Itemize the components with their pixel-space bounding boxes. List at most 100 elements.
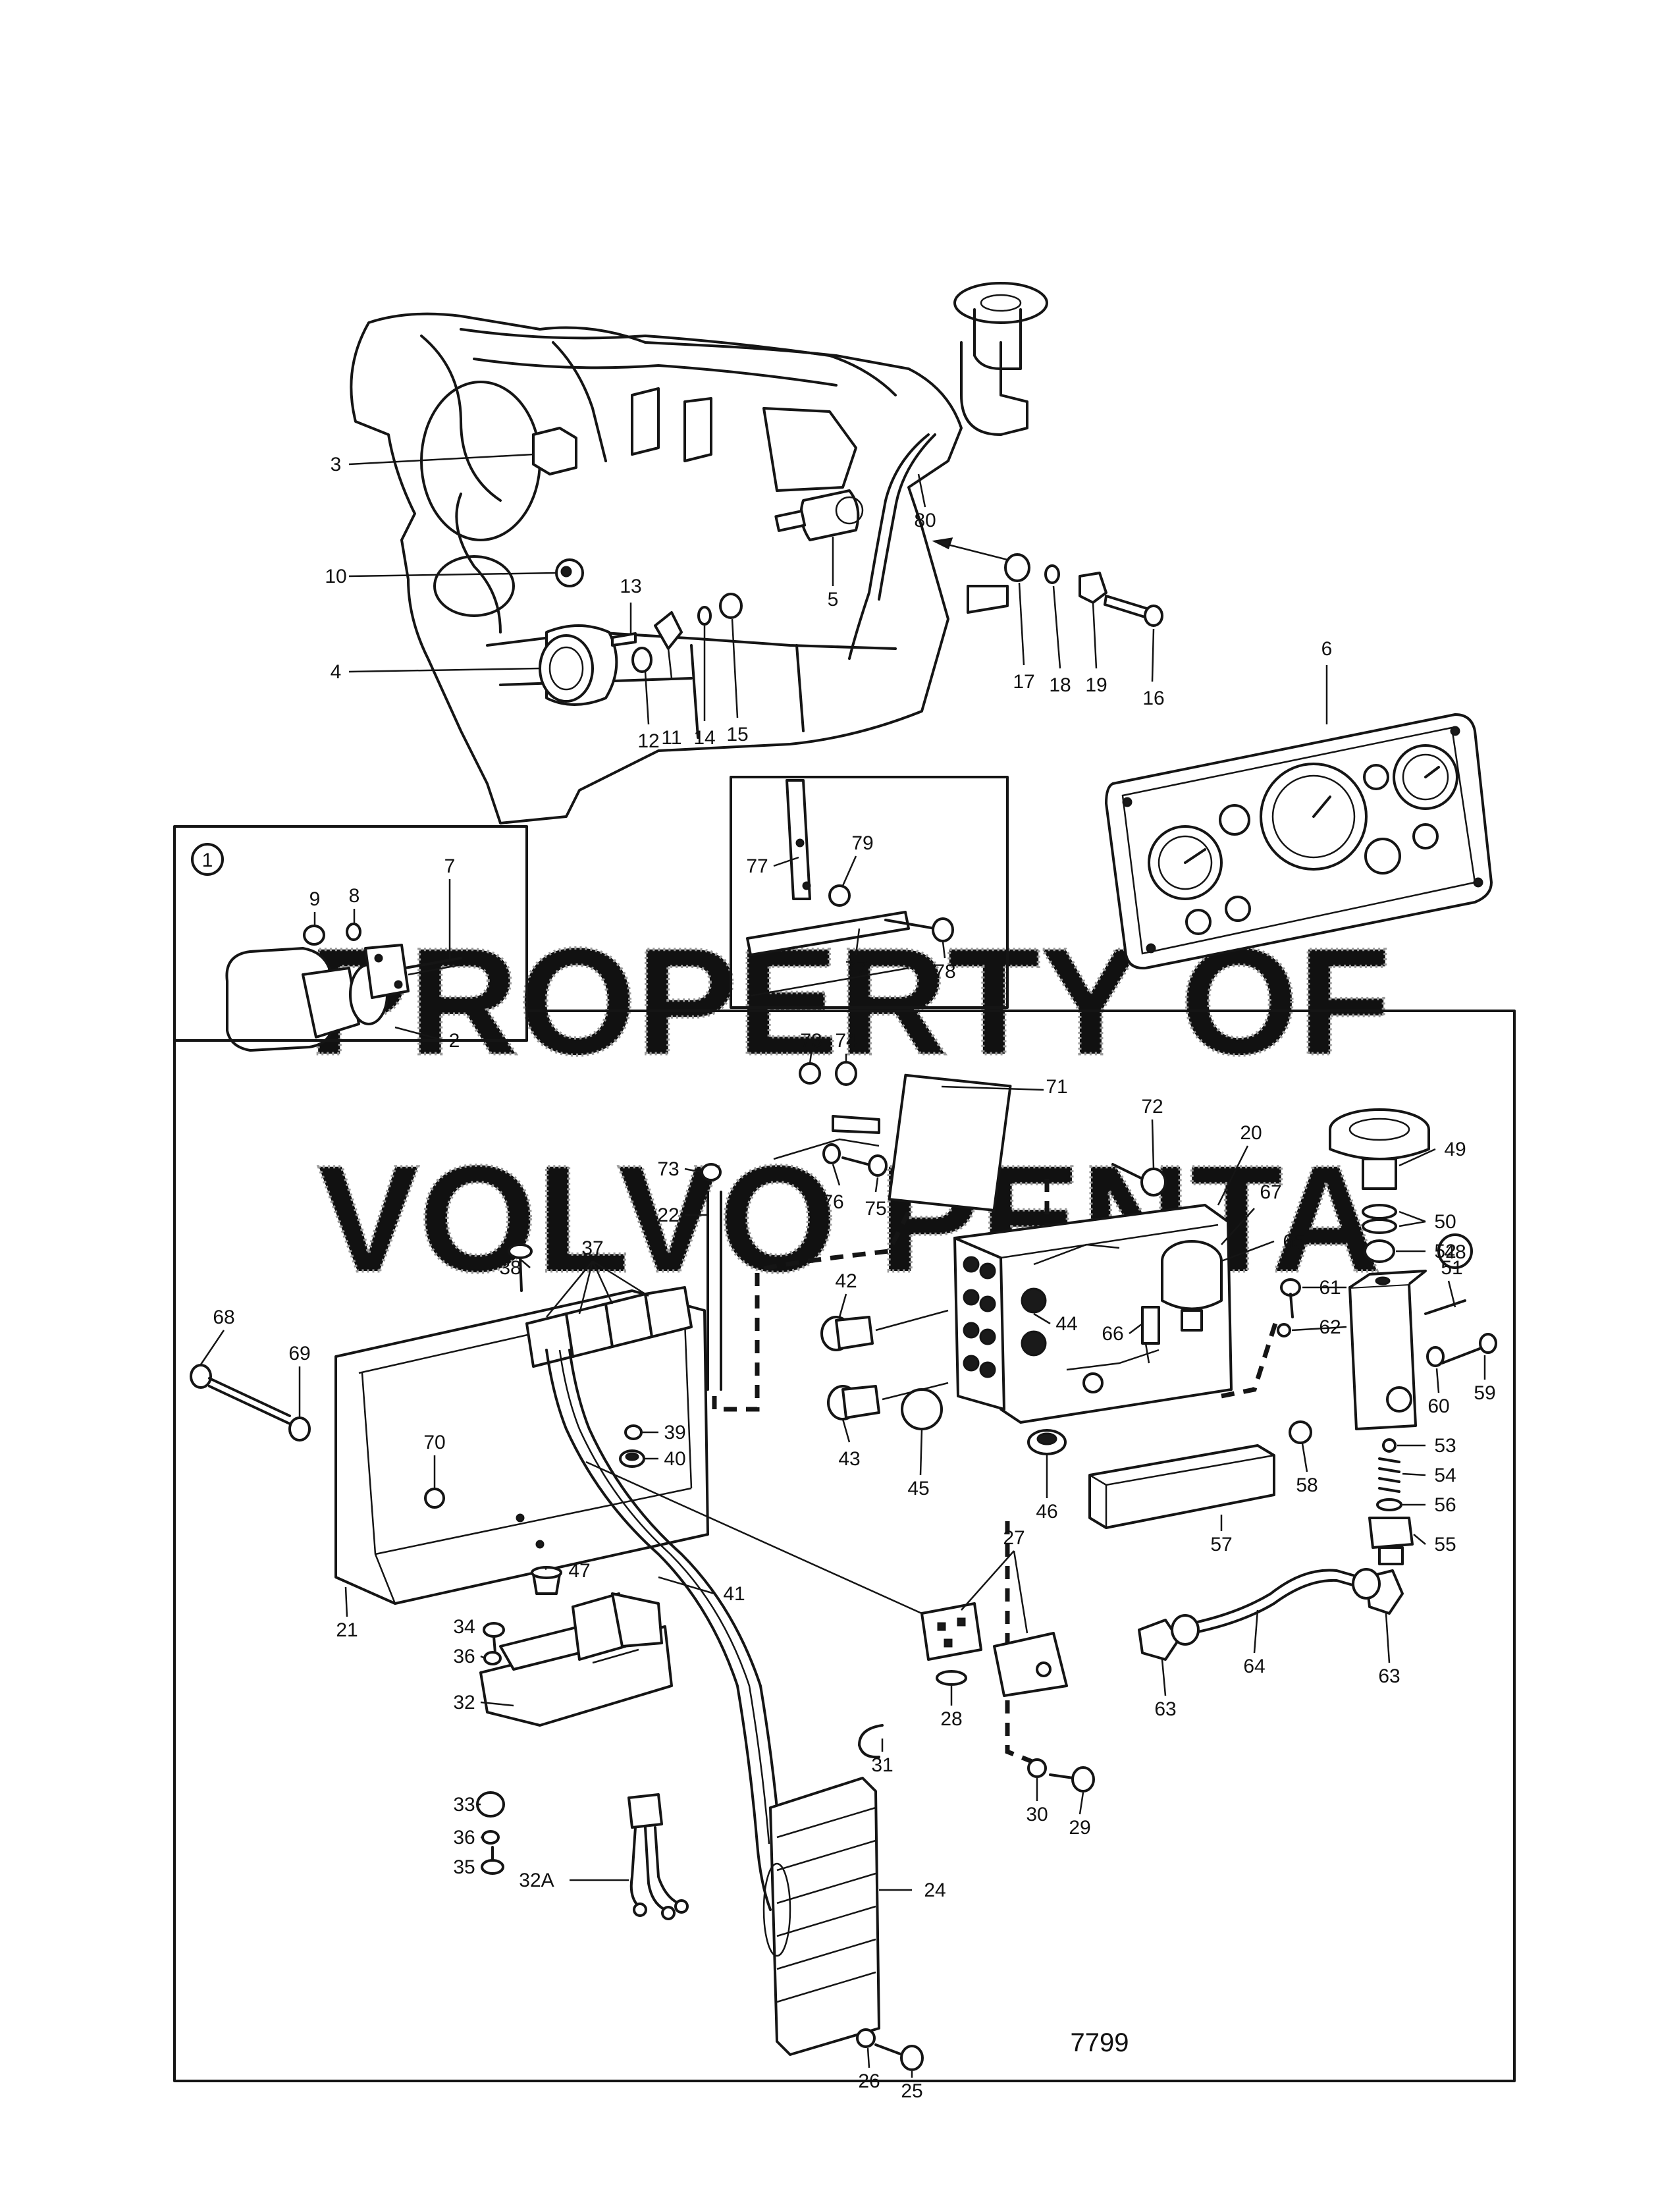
callout-45: 45 [907, 1478, 929, 1499]
inset-detail-1-label: 1 [202, 850, 213, 871]
callout-50: 50 [1434, 1211, 1456, 1233]
callout-20: 20 [1240, 1122, 1262, 1144]
part-50-seals [1362, 1204, 1397, 1234]
callout-53: 53 [1434, 1435, 1456, 1457]
callout-63-right: 63 [1378, 1665, 1400, 1687]
callout-15: 15 [726, 724, 748, 745]
part-10-sensor [555, 558, 584, 587]
callout-19: 19 [1085, 674, 1107, 696]
callout-26: 26 [858, 2070, 880, 2092]
part-17-nut [1004, 553, 1030, 582]
callout-59: 59 [1474, 1382, 1495, 1404]
callout-71: 71 [1046, 1076, 1067, 1098]
callout-9: 9 [309, 888, 321, 910]
callout-58: 58 [1296, 1474, 1318, 1496]
callout-10: 10 [325, 566, 346, 587]
callout-16: 16 [1142, 688, 1164, 709]
part-53-ball [1382, 1438, 1397, 1453]
callout-63-left: 63 [1154, 1698, 1176, 1720]
part-71-plate [888, 1073, 1012, 1212]
part-38-screw [508, 1243, 533, 1292]
inset-detail-1-marker [191, 843, 224, 876]
callout-36-upper: 36 [453, 1646, 475, 1667]
callout-6: 6 [1321, 638, 1333, 660]
callout-47: 47 [568, 1560, 590, 1582]
part-32a-connector [627, 1793, 689, 1920]
part-16-screw [1104, 595, 1150, 619]
part-32-transformer [479, 1592, 673, 1727]
part-54-spring [1378, 1457, 1400, 1493]
callout-42: 42 [835, 1270, 857, 1292]
callout-21: 21 [336, 1619, 358, 1641]
callout-64: 64 [1243, 1656, 1265, 1677]
part-20-relay-housing [953, 1204, 1233, 1424]
part-73-nut [799, 1062, 821, 1085]
callout-12: 12 [637, 730, 659, 752]
callout-77-upper: 77 [746, 855, 768, 877]
callout-2: 2 [449, 1030, 460, 1052]
part-36-washer-lower [481, 1830, 500, 1845]
part-43-fitting [827, 1385, 880, 1420]
callout-40: 40 [664, 1448, 685, 1470]
callout-51: 51 [1441, 1257, 1462, 1279]
callout-74: 74 [835, 1030, 857, 1052]
callout-69: 69 [288, 1343, 310, 1364]
harness-connector-line [585, 1461, 922, 1615]
part-14-washer [697, 606, 712, 626]
part-34-screw [483, 1622, 505, 1638]
drawing-number: 7799 [1071, 2028, 1129, 2057]
dashed-connection-rod [712, 1210, 911, 1412]
part-78-screw [884, 917, 954, 942]
callout-39: 39 [664, 1422, 685, 1443]
part-69-washer [288, 1416, 311, 1442]
part-4-alternator [539, 624, 618, 706]
part-74-washer [835, 1061, 857, 1086]
callout-labels: 3 10 13 4 12 11 14 15 5 80 17 18 19 16 6… [213, 454, 1495, 2102]
callout-32: 32 [453, 1692, 475, 1713]
part-36-washer-upper [483, 1651, 502, 1665]
part-47-plug [531, 1566, 562, 1595]
callout-11: 11 [661, 727, 681, 749]
callout-73-lower: 73 [657, 1158, 679, 1180]
callout-24: 24 [924, 1879, 946, 1901]
callout-27: 27 [1003, 1527, 1025, 1549]
callout-62: 62 [1319, 1316, 1341, 1338]
part-64-pipe [1190, 1569, 1361, 1625]
callout-5: 5 [828, 589, 839, 610]
part-58-o-ring [1289, 1420, 1312, 1444]
callout-41: 41 [723, 1583, 745, 1605]
part-56-washer [1376, 1498, 1402, 1511]
part-55-plug [1368, 1517, 1414, 1565]
part-51-pin [1424, 1299, 1466, 1315]
callout-77-lower: 77 [845, 958, 866, 979]
part-9-nut [303, 925, 325, 946]
callout-68: 68 [213, 1307, 234, 1328]
part-2-switch [225, 944, 410, 1052]
callout-37: 37 [581, 1237, 603, 1259]
callout-57: 57 [1210, 1534, 1232, 1555]
part-77-bracket [746, 779, 910, 997]
part-65-pressure-sender [1161, 1240, 1223, 1332]
part-73-clip [701, 1163, 722, 1181]
inset-detail-48-marker [1437, 1233, 1473, 1269]
callout-8: 8 [349, 885, 360, 907]
part-62-washer [1277, 1323, 1291, 1337]
callout-46: 46 [1036, 1501, 1057, 1523]
callout-60: 60 [1427, 1395, 1449, 1417]
callout-67: 67 [1260, 1181, 1281, 1203]
callout-80: 80 [914, 510, 936, 531]
part-40-grommet [619, 1449, 645, 1468]
callout-54: 54 [1434, 1465, 1456, 1486]
part-49-handle [1329, 1108, 1430, 1190]
callout-73-upper: 73 [800, 1030, 822, 1052]
callout-61: 61 [1319, 1277, 1341, 1299]
part-11-clamp [654, 611, 683, 650]
callout-18: 18 [1049, 674, 1071, 696]
callout-34: 34 [453, 1616, 475, 1638]
part-39-clip [624, 1424, 643, 1440]
part-75-screw [841, 1154, 888, 1177]
callout-43: 43 [838, 1448, 860, 1470]
part-37-relays [525, 1286, 693, 1368]
callout-14: 14 [693, 727, 715, 749]
